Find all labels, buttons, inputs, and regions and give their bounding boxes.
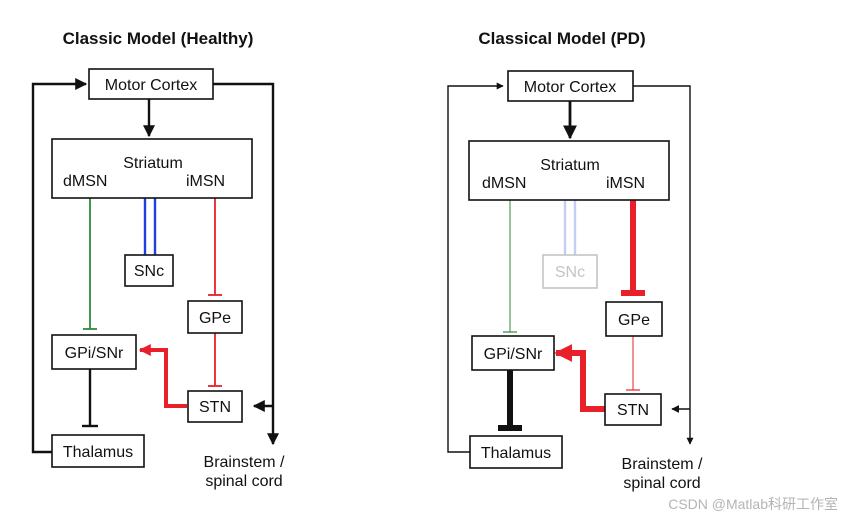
snc-box	[124, 254, 174, 287]
brainstem-label-line1: Brainstem /	[622, 456, 703, 473]
striatum-label: Striatum	[540, 157, 600, 174]
dmsn-label: dMSN	[63, 173, 107, 190]
imsn-label: iMSN	[186, 173, 225, 190]
thalamus-label: Thalamus	[63, 444, 133, 461]
gpi-snr-box	[471, 335, 555, 371]
thalamus-label: Thalamus	[481, 445, 551, 462]
motor-cortex-box	[88, 68, 214, 100]
motor-cortex-label: Motor Cortex	[105, 77, 197, 94]
gpi-snr-label: GPi/SNr	[484, 346, 543, 363]
corticospinal-arrow	[633, 85, 694, 445]
pathways	[447, 82, 694, 453]
panel-title: Classic Model (Healthy)	[63, 29, 254, 48]
motor-cortex-label: Motor Cortex	[524, 79, 616, 96]
panel-pd: Classical Model (PD)	[447, 29, 703, 492]
stn-box	[187, 390, 243, 423]
brainstem-label-line2: spinal cord	[623, 475, 700, 492]
gpe-label: GPe	[618, 312, 650, 329]
dmsn-label: dMSN	[482, 175, 526, 192]
gpe-box	[605, 301, 663, 337]
watermark: CSDN @Matlab科研工作室	[668, 496, 838, 512]
stn-gpi-arrow	[138, 344, 187, 408]
thalamus-box	[51, 434, 145, 468]
gpe-label: GPe	[199, 310, 231, 327]
stn-box	[604, 393, 662, 426]
gpe-box	[187, 300, 243, 334]
motor-cortex-box	[507, 70, 634, 102]
gpi-snr-label: GPi/SNr	[65, 345, 124, 362]
thalamus-box	[469, 435, 563, 469]
corticospinal-arrow	[213, 82, 279, 446]
panel-healthy: Classic Model (Healthy)	[31, 29, 285, 490]
striatum-box	[51, 138, 253, 199]
snc-box	[542, 254, 598, 289]
striatum-box	[468, 140, 670, 201]
stn-label: STN	[617, 402, 649, 419]
stn-gpi-arrow	[554, 344, 605, 412]
imsn-label: iMSN	[606, 175, 645, 192]
gpi-snr-box	[51, 334, 137, 370]
snc-label: SNc	[134, 263, 164, 280]
panel-title: Classical Model (PD)	[478, 29, 645, 48]
stn-label: STN	[199, 399, 231, 416]
striatum-label: Striatum	[123, 155, 183, 172]
brainstem-label-line2: spinal cord	[205, 473, 282, 490]
brainstem-label-line1: Brainstem /	[204, 454, 285, 471]
thalamocortical-arrow	[31, 78, 88, 454]
snc-label: SNc	[555, 264, 585, 281]
thalamocortical-arrow	[447, 82, 504, 453]
